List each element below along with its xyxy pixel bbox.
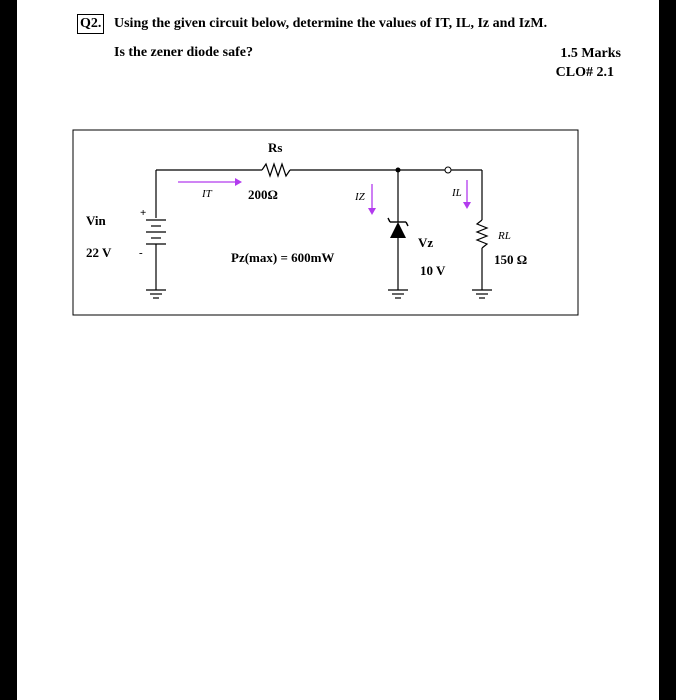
circuit-frame <box>72 129 579 316</box>
question-subtext: Is the zener diode safe? <box>114 45 253 60</box>
question-number: Q2. <box>77 14 105 34</box>
zener-power-label: Pz(max) = 600mW <box>231 250 334 265</box>
question-text: Using the given circuit below, determine… <box>114 16 548 31</box>
zener-value: 10 V <box>420 263 446 278</box>
zener-diode-symbol <box>387 217 409 238</box>
total-current-label: IT <box>201 188 213 200</box>
source-label: Vin <box>86 213 107 228</box>
ground-symbol-load <box>472 289 492 299</box>
load-current-label: IL <box>451 187 462 199</box>
zener-current-arrow <box>368 184 376 215</box>
total-current-arrow <box>178 178 242 186</box>
series-resistor-symbol <box>261 162 291 178</box>
plus-sign: + <box>140 207 146 219</box>
series-resistor-value: 200Ω <box>248 187 278 202</box>
worksheet-page: Q2. Using the given circuit below, deter… <box>17 0 659 700</box>
load-resistor-label: RL <box>497 230 511 242</box>
minus-sign: - <box>139 247 143 259</box>
series-resistor-label: Rs <box>268 140 282 155</box>
load-resistor-symbol <box>475 219 489 249</box>
load-resistor-value: 150 Ω <box>494 252 527 267</box>
clo-label: CLO# 2.1 <box>555 65 614 80</box>
zener-current-label: IZ <box>354 191 366 203</box>
ground-symbol-zener <box>388 289 408 299</box>
load-current-arrow <box>463 180 471 209</box>
ground-symbol-source <box>146 289 166 299</box>
battery-symbol <box>146 219 166 245</box>
terminal-node <box>444 166 452 174</box>
marks-label: 1.5 Marks <box>560 46 621 61</box>
source-value: 22 V <box>86 245 112 260</box>
zener-label: Vz <box>418 235 433 250</box>
